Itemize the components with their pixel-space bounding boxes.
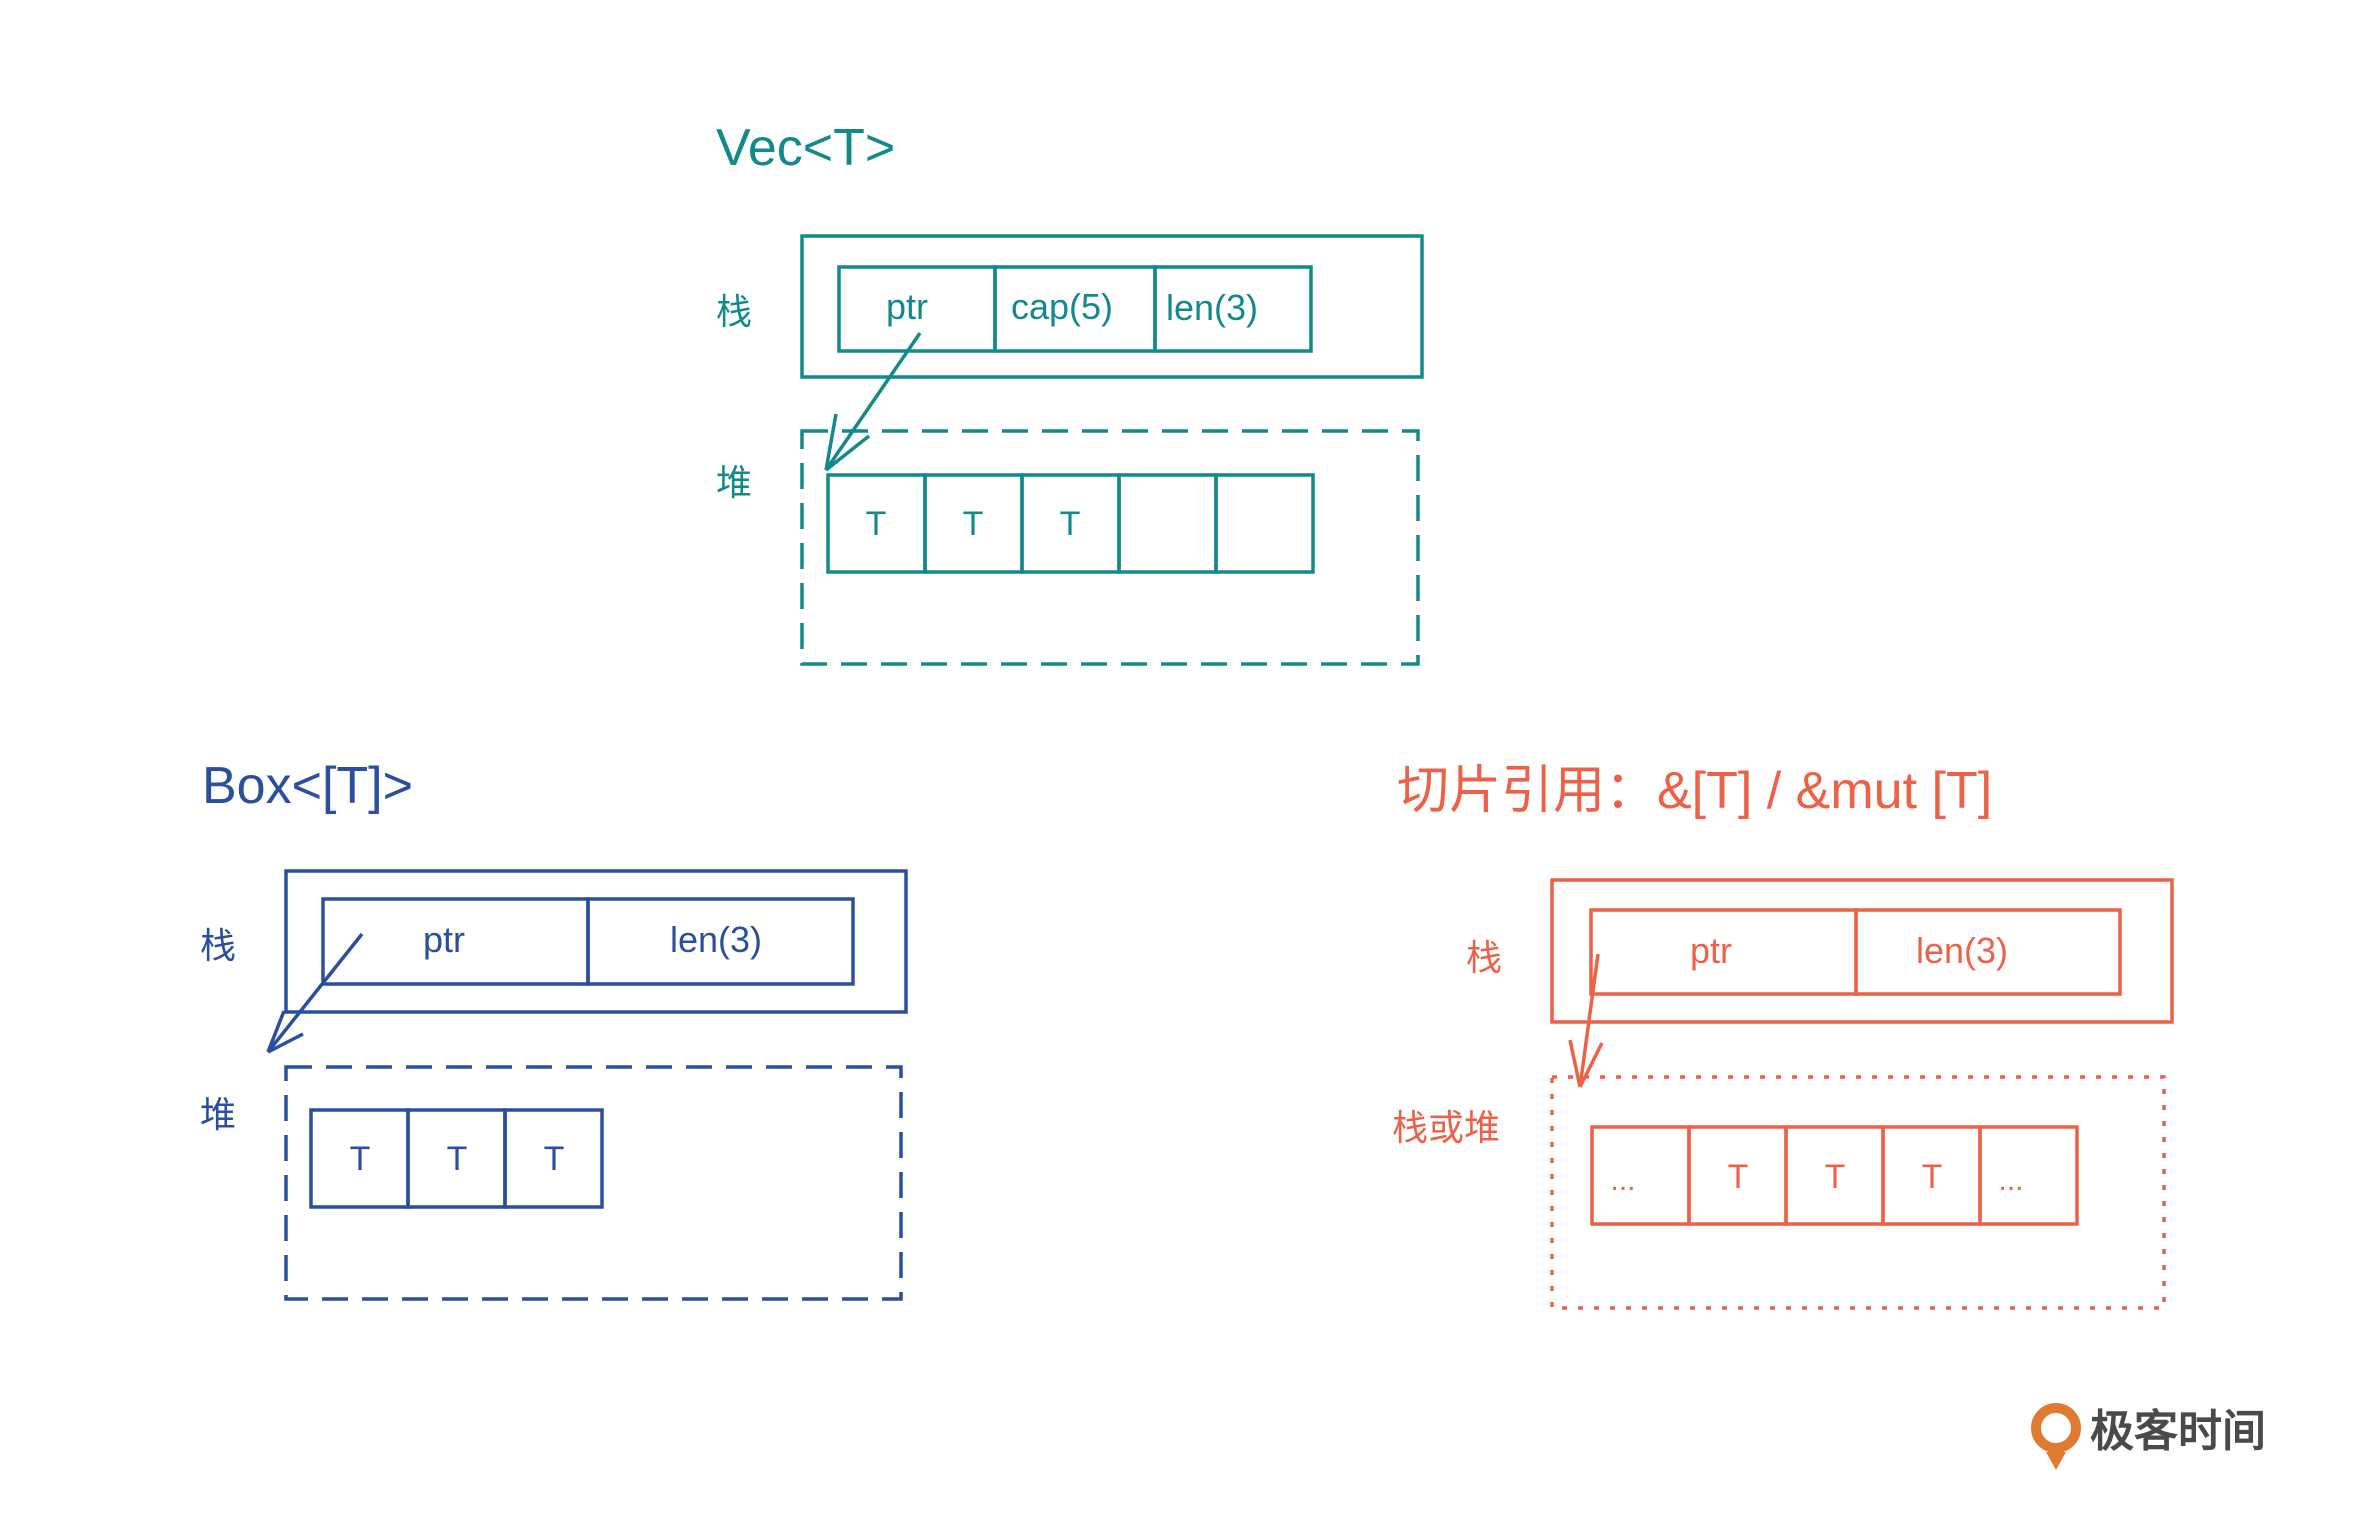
slice-stack-frame: [1550, 878, 2174, 1024]
vec-heap-cell-label: T: [963, 505, 984, 543]
box-heap-cell-label: T: [544, 1140, 565, 1178]
box-heap-cell-label: T: [350, 1140, 371, 1178]
slice-cell-label: T: [1728, 1158, 1749, 1196]
box-field-len: len(3): [670, 919, 762, 960]
vec-heap-cells: T T T: [826, 473, 1315, 574]
slice-cell-label: ...: [1998, 1164, 2023, 1197]
box-stack-frame: [284, 869, 908, 1014]
slice-stack-label: 栈: [1466, 937, 1502, 978]
slice-field-len-cell: [1854, 908, 2122, 996]
vec-field-ptr: ptr: [886, 286, 928, 327]
vec-stack-label: 栈: [716, 291, 752, 332]
slice-cell-label: T: [1922, 1158, 1943, 1196]
box-title: Box<[T]>: [202, 757, 413, 815]
vec-field-len: len(3): [1166, 287, 1258, 328]
slice-cell-label: T: [1825, 1158, 1846, 1196]
slice-field-len: len(3): [1916, 930, 2008, 971]
vec-field-cap: cap(5): [1011, 286, 1113, 327]
box-field-len-cell: [586, 897, 855, 986]
geektime-logo: 极客时间: [2031, 1403, 2266, 1470]
vec-heap-cell-label: T: [866, 505, 887, 543]
vec-section: Vec<T> 栈 堆 ptr cap(5) len(3) T T T: [716, 119, 1424, 666]
box-ptr-arrow: [266, 932, 364, 1054]
box-stack-label: 栈: [200, 925, 236, 966]
geektime-logo-icon: [2031, 1403, 2081, 1470]
vec-heap-label: 堆: [716, 462, 752, 503]
vec-heap-cell: [1117, 473, 1218, 574]
box-field-ptr: ptr: [423, 919, 465, 960]
slice-field-ptr: ptr: [1690, 930, 1732, 971]
vec-ptr-arrow: [824, 332, 922, 472]
vec-heap-region: [800, 429, 1420, 666]
box-heap-label: 堆: [200, 1094, 236, 1135]
slice-cell: [1590, 1125, 1691, 1226]
vec-field-len-cell: [1153, 265, 1313, 353]
box-heap-cells: T T T: [309, 1108, 604, 1209]
slice-section: 切片引用：&[T] / &mut [T] 栈 栈或堆 ptr len(3) ..…: [1392, 762, 2174, 1310]
box-heap-cell-label: T: [447, 1140, 468, 1178]
vec-heap-cell: [1214, 473, 1315, 574]
slice-cell: [1978, 1125, 2079, 1226]
box-heap-region: [284, 1065, 903, 1301]
vec-title: Vec<T>: [716, 119, 895, 177]
slice-heap-label: 栈或堆: [1392, 1107, 1500, 1148]
slice-cell-label: ...: [1610, 1164, 1635, 1197]
box-heap-cell: [503, 1108, 604, 1209]
vec-stack-frame: [800, 234, 1424, 379]
box-section: Box<[T]> 栈 堆 ptr len(3) T T T: [200, 757, 908, 1301]
slice-stack-or-heap-region: [1550, 1075, 2166, 1310]
geektime-logo-text: 极客时间: [2090, 1407, 2266, 1456]
vec-heap-cell-label: T: [1060, 505, 1081, 543]
slice-ptr-arrow: [1568, 953, 1604, 1088]
slice-title: 切片引用：&[T] / &mut [T]: [1397, 762, 1992, 820]
slice-cells: ... T T T ...: [1590, 1125, 2079, 1226]
